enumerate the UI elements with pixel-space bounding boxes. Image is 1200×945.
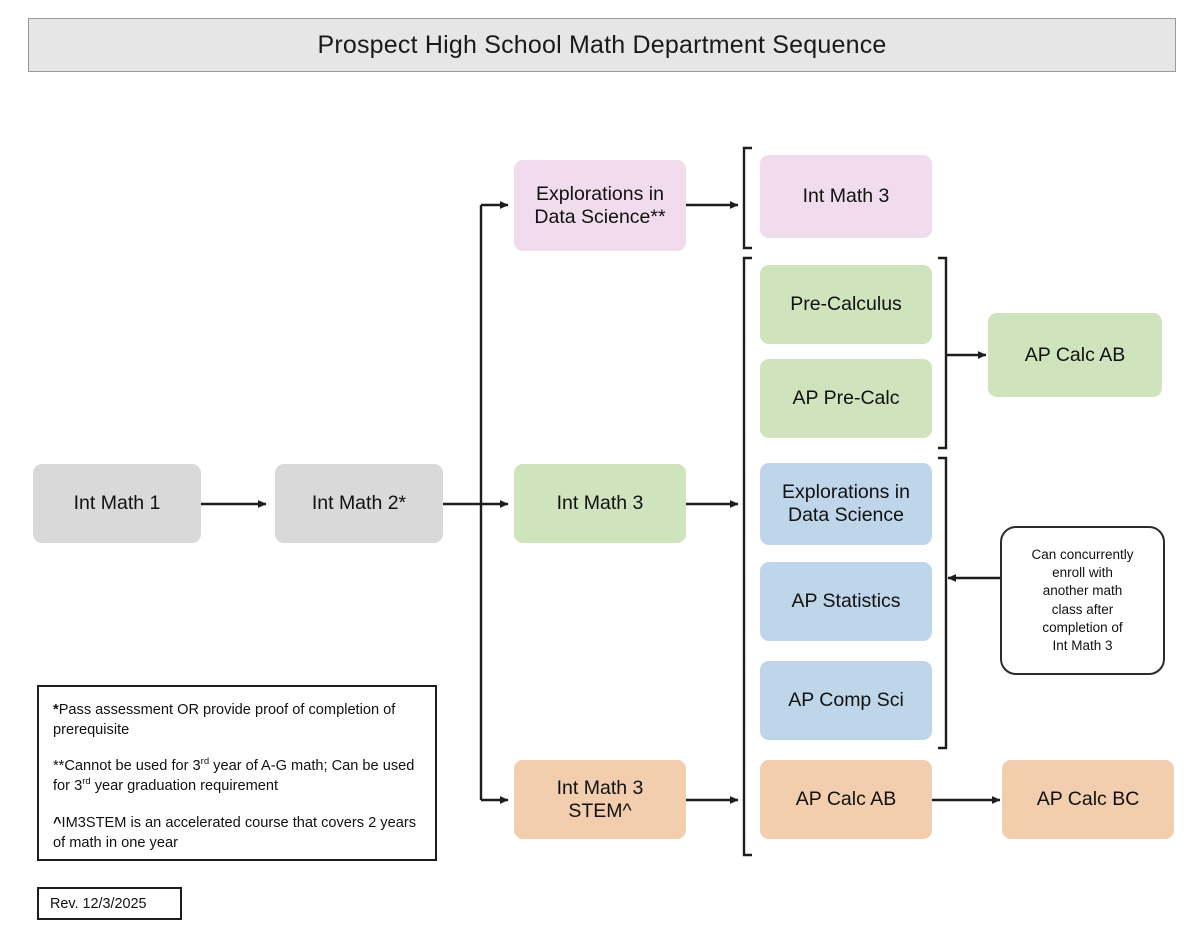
- node-ap-statistics[interactable]: AP Statistics: [760, 562, 932, 641]
- legend-notes-box: *Pass assessment OR provide proof of com…: [37, 685, 437, 861]
- node-ap-calc-ab-green[interactable]: AP Calc AB: [988, 313, 1162, 397]
- node-int-math-2[interactable]: Int Math 2*: [275, 464, 443, 543]
- node-int-math-3-green[interactable]: Int Math 3: [514, 464, 686, 543]
- legend-note-3: ^IM3STEM is an accelerated course that c…: [53, 813, 421, 853]
- node-explorations-in-data-science[interactable]: Explorations in Data Science: [760, 463, 932, 545]
- legend-note-2-part-b: year of A-G math; Can be used for 3: [53, 758, 415, 795]
- legend-note-1-marker: *: [53, 702, 59, 718]
- bracket-left-pink-group: [742, 146, 752, 250]
- bracket-left-main-group: [742, 256, 752, 857]
- node-ap-calc-ab-orange[interactable]: AP Calc AB: [760, 760, 932, 839]
- node-explorations-in-data-science-star[interactable]: Explorations in Data Science**: [514, 160, 686, 251]
- node-int-math-3-pink[interactable]: Int Math 3: [760, 155, 932, 238]
- revision-text: Rev. 12/3/2025: [50, 895, 147, 912]
- legend-note-2-sup-1: rd: [200, 756, 210, 768]
- node-ap-pre-calc[interactable]: AP Pre-Calc: [760, 359, 932, 438]
- legend-note-2-part-a: Cannot be used for 3: [64, 758, 201, 775]
- legend-note-3-marker: ^: [53, 814, 62, 831]
- node-ap-comp-sci[interactable]: AP Comp Sci: [760, 661, 932, 740]
- node-int-math-3-stem[interactable]: Int Math 3 STEM^: [514, 760, 686, 839]
- page-title-banner: Prospect High School Math Department Seq…: [28, 18, 1176, 72]
- legend-note-1-text: Pass assessment OR provide proof of comp…: [53, 702, 396, 739]
- callout-concurrent-enrollment: Can concurrently enroll with another mat…: [1000, 526, 1165, 675]
- legend-note-1: *Pass assessment OR provide proof of com…: [53, 700, 421, 740]
- node-int-math-1[interactable]: Int Math 1: [33, 464, 201, 543]
- bracket-right-green-group: [938, 256, 948, 450]
- node-pre-calculus[interactable]: Pre-Calculus: [760, 265, 932, 344]
- legend-note-2-marker: **: [53, 758, 65, 775]
- page-title: Prospect High School Math Department Seq…: [317, 30, 887, 59]
- legend-note-3-text: IM3STEM is an accelerated course that co…: [53, 814, 416, 851]
- legend-note-2-part-c: year graduation requirement: [90, 778, 279, 795]
- revision-box: Rev. 12/3/2025: [37, 887, 182, 920]
- node-ap-calc-bc[interactable]: AP Calc BC: [1002, 760, 1174, 839]
- legend-note-2: **Cannot be used for 3rd year of A-G mat…: [53, 756, 421, 796]
- bracket-right-blue-group: [938, 456, 948, 750]
- legend-note-2-sup-2: rd: [82, 776, 91, 788]
